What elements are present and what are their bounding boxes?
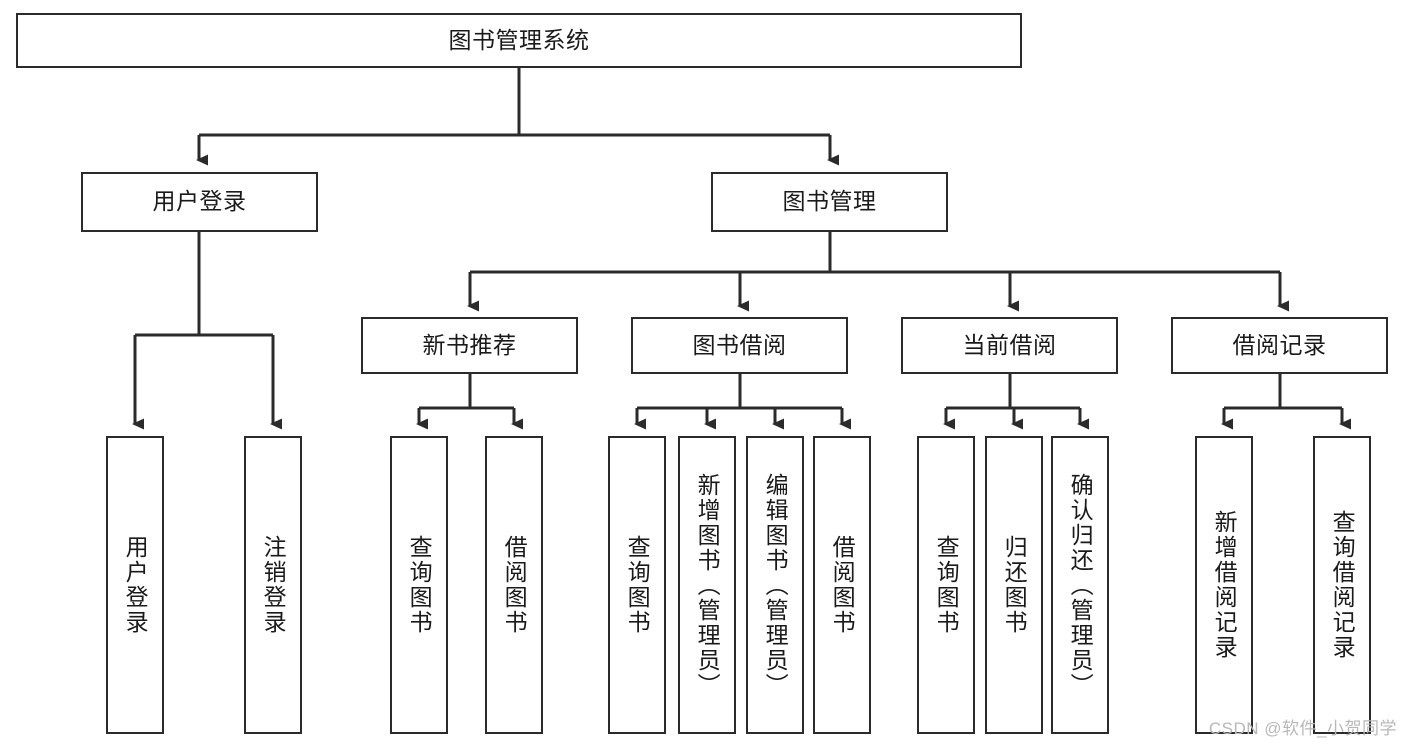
node-root-label: 图书管理系统 bbox=[448, 26, 590, 53]
node-leaf-return-book-label: 归还图书 bbox=[1001, 535, 1028, 635]
node-book-borrow-label: 图书借阅 bbox=[692, 331, 787, 358]
node-leaf-user-login[interactable]: 用户登录 bbox=[106, 436, 164, 734]
node-leaf-query-book-1-label: 查询图书 bbox=[406, 535, 433, 635]
node-leaf-borrow-book-2-label: 借阅图书 bbox=[829, 535, 856, 635]
node-leaf-query-book-1[interactable]: 查询图书 bbox=[390, 436, 448, 734]
node-leaf-query-book-2[interactable]: 查询图书 bbox=[608, 436, 666, 734]
node-current-borrow[interactable]: 当前借阅 bbox=[901, 317, 1118, 374]
watermark: CSDN @软件_小贺同学 bbox=[1208, 719, 1397, 738]
node-borrow-record-label: 借阅记录 bbox=[1232, 331, 1327, 358]
node-user-login[interactable]: 用户登录 bbox=[81, 172, 318, 232]
node-leaf-query-book-3[interactable]: 查询图书 bbox=[917, 436, 975, 734]
node-leaf-query-record-label: 查询借阅记录 bbox=[1329, 510, 1356, 660]
node-leaf-borrow-book-1[interactable]: 借阅图书 bbox=[485, 436, 543, 734]
node-leaf-logout[interactable]: 注销登录 bbox=[244, 436, 302, 734]
node-root[interactable]: 图书管理系统 bbox=[16, 13, 1022, 68]
node-leaf-add-book-label: 新增图书（管理员） bbox=[694, 472, 721, 698]
node-borrow-record[interactable]: 借阅记录 bbox=[1171, 317, 1388, 374]
node-leaf-add-book[interactable]: 新增图书（管理员） bbox=[678, 436, 736, 734]
node-leaf-query-book-3-label: 查询图书 bbox=[933, 535, 960, 635]
node-book-manage[interactable]: 图书管理 bbox=[711, 172, 948, 232]
node-leaf-confirm-return-label: 确认归还（管理员） bbox=[1067, 472, 1094, 698]
node-current-borrow-label: 当前借阅 bbox=[962, 331, 1057, 358]
node-leaf-query-book-2-label: 查询图书 bbox=[624, 535, 651, 635]
node-new-book-recommend-label: 新书推荐 bbox=[422, 331, 517, 358]
node-book-borrow[interactable]: 图书借阅 bbox=[631, 317, 848, 374]
node-leaf-confirm-return[interactable]: 确认归还（管理员） bbox=[1051, 436, 1109, 734]
node-leaf-query-record[interactable]: 查询借阅记录 bbox=[1313, 436, 1371, 734]
node-leaf-borrow-book-1-label: 借阅图书 bbox=[501, 535, 528, 635]
node-leaf-logout-label: 注销登录 bbox=[260, 535, 287, 635]
node-leaf-edit-book[interactable]: 编辑图书（管理员） bbox=[746, 436, 804, 734]
node-book-manage-label: 图书管理 bbox=[782, 188, 877, 215]
node-leaf-borrow-book-2[interactable]: 借阅图书 bbox=[813, 436, 871, 734]
node-leaf-user-login-label: 用户登录 bbox=[122, 535, 149, 635]
node-leaf-return-book[interactable]: 归还图书 bbox=[985, 436, 1043, 734]
node-leaf-add-record-label: 新增借阅记录 bbox=[1211, 510, 1238, 660]
node-leaf-add-record[interactable]: 新增借阅记录 bbox=[1195, 436, 1253, 734]
node-leaf-edit-book-label: 编辑图书（管理员） bbox=[762, 472, 789, 698]
node-new-book-recommend[interactable]: 新书推荐 bbox=[361, 317, 578, 374]
node-user-login-label: 用户登录 bbox=[152, 188, 247, 215]
